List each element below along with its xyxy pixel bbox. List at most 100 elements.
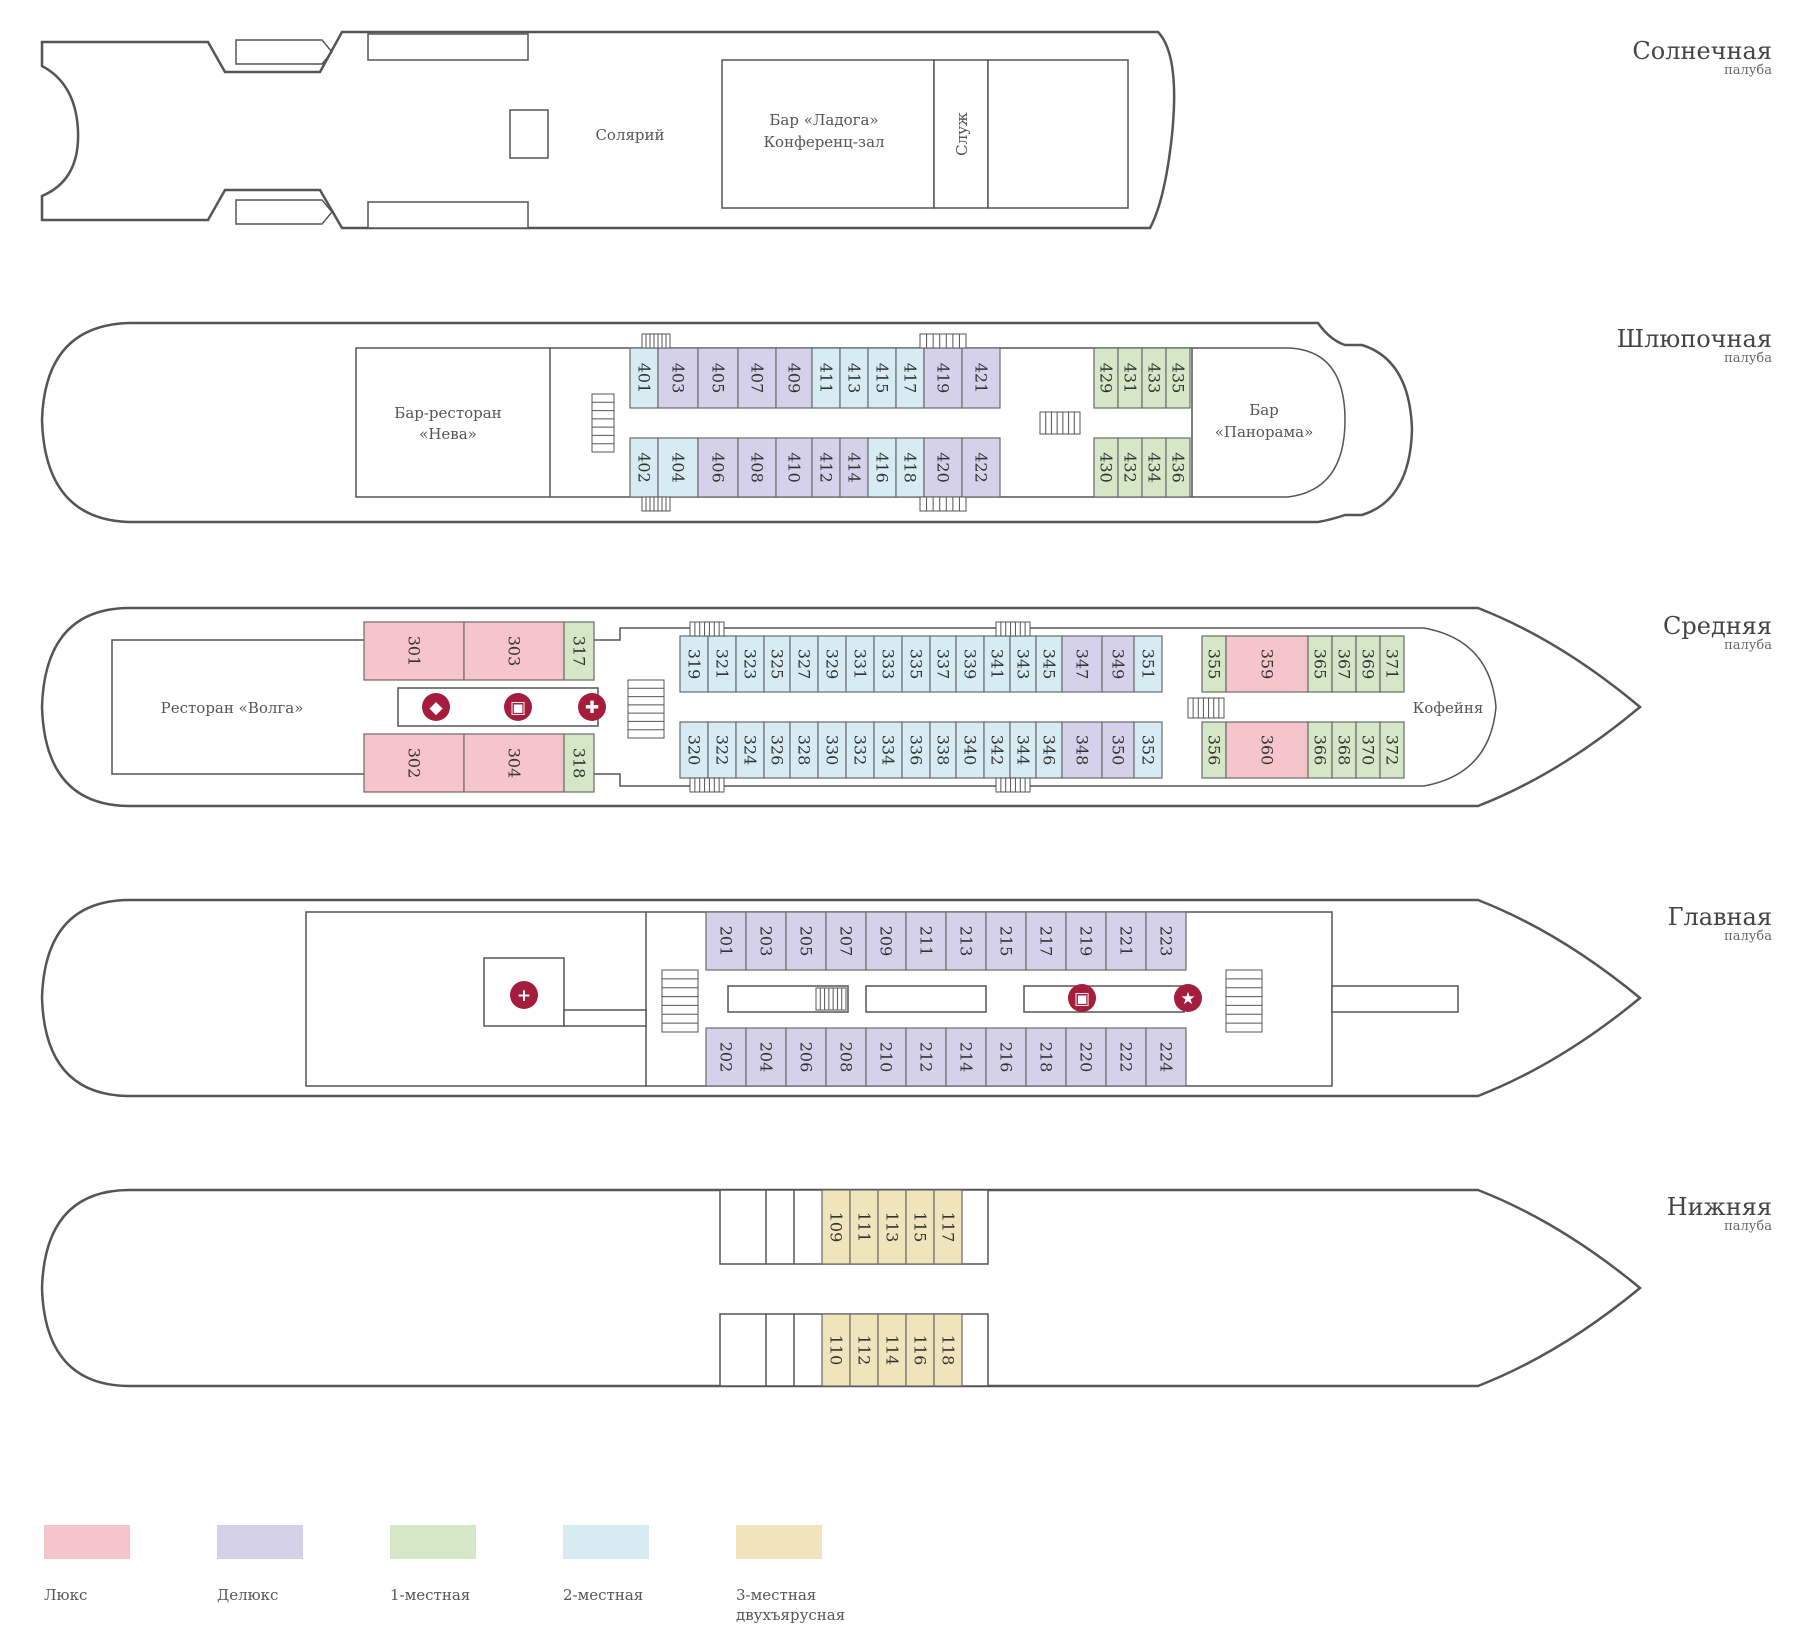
cabin-408[interactable]: 408	[737, 437, 777, 498]
cabin-333[interactable]: 333	[873, 635, 903, 693]
cabin-335[interactable]: 335	[901, 635, 931, 693]
cabin-403[interactable]: 403	[657, 347, 699, 409]
cabin-355[interactable]: 355	[1201, 635, 1227, 693]
cabin-368[interactable]: 368	[1331, 721, 1357, 779]
cabin-214[interactable]: 214	[945, 1027, 987, 1087]
cabin-304[interactable]: 304	[463, 733, 565, 793]
cabin-324[interactable]: 324	[735, 721, 765, 779]
cabin-351[interactable]: 351	[1133, 635, 1163, 693]
cabin-365[interactable]: 365	[1307, 635, 1333, 693]
cabin-329[interactable]: 329	[817, 635, 847, 693]
cabin-436[interactable]: 436	[1165, 437, 1191, 498]
cabin-342[interactable]: 342	[983, 721, 1011, 779]
cabin-208[interactable]: 208	[825, 1027, 867, 1087]
cabin-340[interactable]: 340	[955, 721, 985, 779]
cabin-416[interactable]: 416	[867, 437, 897, 498]
cabin-402[interactable]: 402	[629, 437, 659, 498]
cabin-331[interactable]: 331	[845, 635, 875, 693]
cabin-369[interactable]: 369	[1355, 635, 1381, 693]
cabin-349[interactable]: 349	[1101, 635, 1135, 693]
cabin-320[interactable]: 320	[679, 721, 709, 779]
cabin-213[interactable]: 213	[945, 911, 987, 971]
cabin-410[interactable]: 410	[775, 437, 813, 498]
cabin-317[interactable]: 317	[563, 621, 595, 681]
cabin-409[interactable]: 409	[775, 347, 813, 409]
cabin-220[interactable]: 220	[1065, 1027, 1107, 1087]
cabin-360[interactable]: 360	[1225, 721, 1309, 779]
cabin-321[interactable]: 321	[707, 635, 737, 693]
cabin-114[interactable]: 114	[877, 1313, 907, 1387]
cabin-405[interactable]: 405	[697, 347, 739, 409]
cabin-211[interactable]: 211	[905, 911, 947, 971]
cabin-434[interactable]: 434	[1141, 437, 1167, 498]
cabin-206[interactable]: 206	[785, 1027, 827, 1087]
cabin-318[interactable]: 318	[563, 733, 595, 793]
cabin-110[interactable]: 110	[821, 1313, 851, 1387]
cabin-411[interactable]: 411	[811, 347, 841, 409]
cabin-418[interactable]: 418	[895, 437, 925, 498]
cabin-116[interactable]: 116	[905, 1313, 935, 1387]
cabin-350[interactable]: 350	[1101, 721, 1135, 779]
cabin-419[interactable]: 419	[923, 347, 963, 409]
cabin-348[interactable]: 348	[1061, 721, 1103, 779]
cabin-430[interactable]: 430	[1093, 437, 1119, 498]
cabin-343[interactable]: 343	[1009, 635, 1037, 693]
cabin-435[interactable]: 435	[1165, 347, 1191, 409]
cabin-201[interactable]: 201	[705, 911, 747, 971]
cabin-207[interactable]: 207	[825, 911, 867, 971]
cabin-210[interactable]: 210	[865, 1027, 907, 1087]
cabin-432[interactable]: 432	[1117, 437, 1143, 498]
cabin-412[interactable]: 412	[811, 437, 841, 498]
cabin-202[interactable]: 202	[705, 1027, 747, 1087]
cabin-431[interactable]: 431	[1117, 347, 1143, 409]
cabin-118[interactable]: 118	[933, 1313, 963, 1387]
cabin-352[interactable]: 352	[1133, 721, 1163, 779]
cabin-414[interactable]: 414	[839, 437, 869, 498]
cabin-209[interactable]: 209	[865, 911, 907, 971]
cabin-338[interactable]: 338	[929, 721, 957, 779]
cabin-370[interactable]: 370	[1355, 721, 1381, 779]
cabin-223[interactable]: 223	[1145, 911, 1187, 971]
cabin-222[interactable]: 222	[1105, 1027, 1147, 1087]
cabin-325[interactable]: 325	[763, 635, 791, 693]
cabin-406[interactable]: 406	[697, 437, 739, 498]
cabin-417[interactable]: 417	[895, 347, 925, 409]
cabin-332[interactable]: 332	[845, 721, 875, 779]
cabin-115[interactable]: 115	[905, 1189, 935, 1265]
cabin-347[interactable]: 347	[1061, 635, 1103, 693]
cabin-420[interactable]: 420	[923, 437, 963, 498]
cabin-301[interactable]: 301	[363, 621, 465, 681]
cabin-339[interactable]: 339	[955, 635, 985, 693]
cabin-433[interactable]: 433	[1141, 347, 1167, 409]
cabin-337[interactable]: 337	[929, 635, 957, 693]
cabin-404[interactable]: 404	[657, 437, 699, 498]
cabin-319[interactable]: 319	[679, 635, 709, 693]
cabin-117[interactable]: 117	[933, 1189, 963, 1265]
cabin-322[interactable]: 322	[707, 721, 737, 779]
cabin-330[interactable]: 330	[817, 721, 847, 779]
cabin-421[interactable]: 421	[961, 347, 1001, 409]
cabin-113[interactable]: 113	[877, 1189, 907, 1265]
cabin-422[interactable]: 422	[961, 437, 1001, 498]
cabin-216[interactable]: 216	[985, 1027, 1027, 1087]
cabin-356[interactable]: 356	[1201, 721, 1227, 779]
cabin-334[interactable]: 334	[873, 721, 903, 779]
cabin-109[interactable]: 109	[821, 1189, 851, 1265]
cabin-303[interactable]: 303	[463, 621, 565, 681]
cabin-215[interactable]: 215	[985, 911, 1027, 971]
cabin-401[interactable]: 401	[629, 347, 659, 409]
cabin-367[interactable]: 367	[1331, 635, 1357, 693]
cabin-327[interactable]: 327	[789, 635, 819, 693]
cabin-341[interactable]: 341	[983, 635, 1011, 693]
cabin-328[interactable]: 328	[789, 721, 819, 779]
cabin-205[interactable]: 205	[785, 911, 827, 971]
cabin-221[interactable]: 221	[1105, 911, 1147, 971]
cabin-203[interactable]: 203	[745, 911, 787, 971]
cabin-111[interactable]: 111	[849, 1189, 879, 1265]
cabin-219[interactable]: 219	[1065, 911, 1107, 971]
cabin-372[interactable]: 372	[1379, 721, 1405, 779]
cabin-112[interactable]: 112	[849, 1313, 879, 1387]
cabin-344[interactable]: 344	[1009, 721, 1037, 779]
cabin-323[interactable]: 323	[735, 635, 765, 693]
cabin-413[interactable]: 413	[839, 347, 869, 409]
